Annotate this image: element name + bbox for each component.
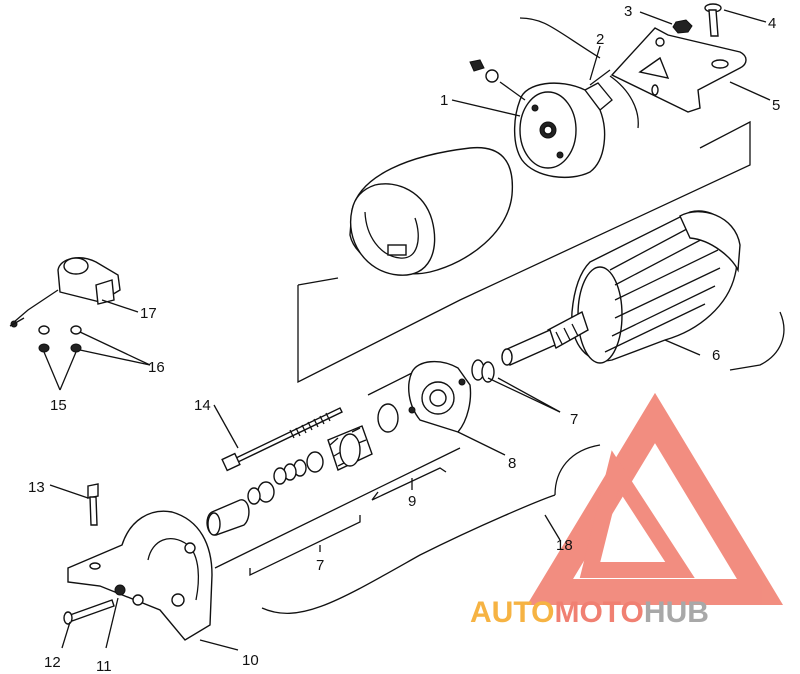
part-pinion-assembly — [206, 403, 399, 536]
part-end-frame — [469, 59, 613, 179]
leader-lines — [43, 9, 771, 651]
callout-11: 11 — [96, 658, 112, 674]
part-field-housing — [349, 146, 514, 276]
svg-text:AUTOMOTOHUB: AUTOMOTOHUB — [470, 596, 709, 629]
callout-10: 10 — [242, 652, 259, 669]
part-washers-right — [471, 359, 495, 383]
watermark-moto: MOTO — [554, 596, 643, 629]
callout-1: 1 — [440, 92, 448, 109]
watermark-triangle-inner — [579, 450, 695, 578]
part-armature — [501, 210, 741, 366]
part-through-bolt — [221, 407, 343, 472]
callout-18: 18 — [556, 537, 573, 554]
callout-9: 9 — [408, 493, 416, 510]
part-bolt-13 — [87, 483, 99, 526]
part-mounting-bracket-bottom — [67, 510, 213, 641]
callout-2: 2 — [596, 31, 604, 48]
watermark-auto: AUTO — [470, 596, 554, 629]
callout-8: 8 — [508, 455, 516, 472]
part-lock-washer — [114, 584, 126, 596]
callout-12: 12 — [44, 654, 61, 671]
callout-5: 5 — [772, 97, 780, 114]
part-drive-end-plate — [408, 361, 472, 433]
callout-6: 6 — [712, 347, 720, 364]
callout-3: 3 — [624, 3, 632, 20]
part-nut-top — [672, 19, 693, 34]
callout-7-bottom: 7 — [316, 557, 324, 574]
callout-14: 14 — [194, 397, 211, 414]
part-solenoid-nuts — [38, 325, 82, 353]
watermark-hub: HUB — [644, 596, 709, 629]
callout-13: 13 — [28, 479, 45, 496]
callout-17: 17 — [140, 305, 157, 322]
part-mounting-bracket-top — [610, 27, 747, 113]
callout-16: 16 — [148, 359, 165, 376]
part-solenoid — [9, 257, 121, 328]
assembly-outline-lines — [214, 17, 785, 615]
callout-4: 4 — [768, 15, 776, 32]
callout-labels: 1 2 3 4 5 6 7 7 8 9 10 11 12 13 14 15 16… — [28, 3, 780, 674]
part-bolt-top — [704, 3, 722, 37]
callout-7-right: 7 — [570, 411, 578, 428]
part-bolt-12 — [63, 599, 115, 625]
callout-15: 15 — [50, 397, 67, 414]
watermark-logo: AUTOMOTOHUB — [470, 392, 784, 629]
